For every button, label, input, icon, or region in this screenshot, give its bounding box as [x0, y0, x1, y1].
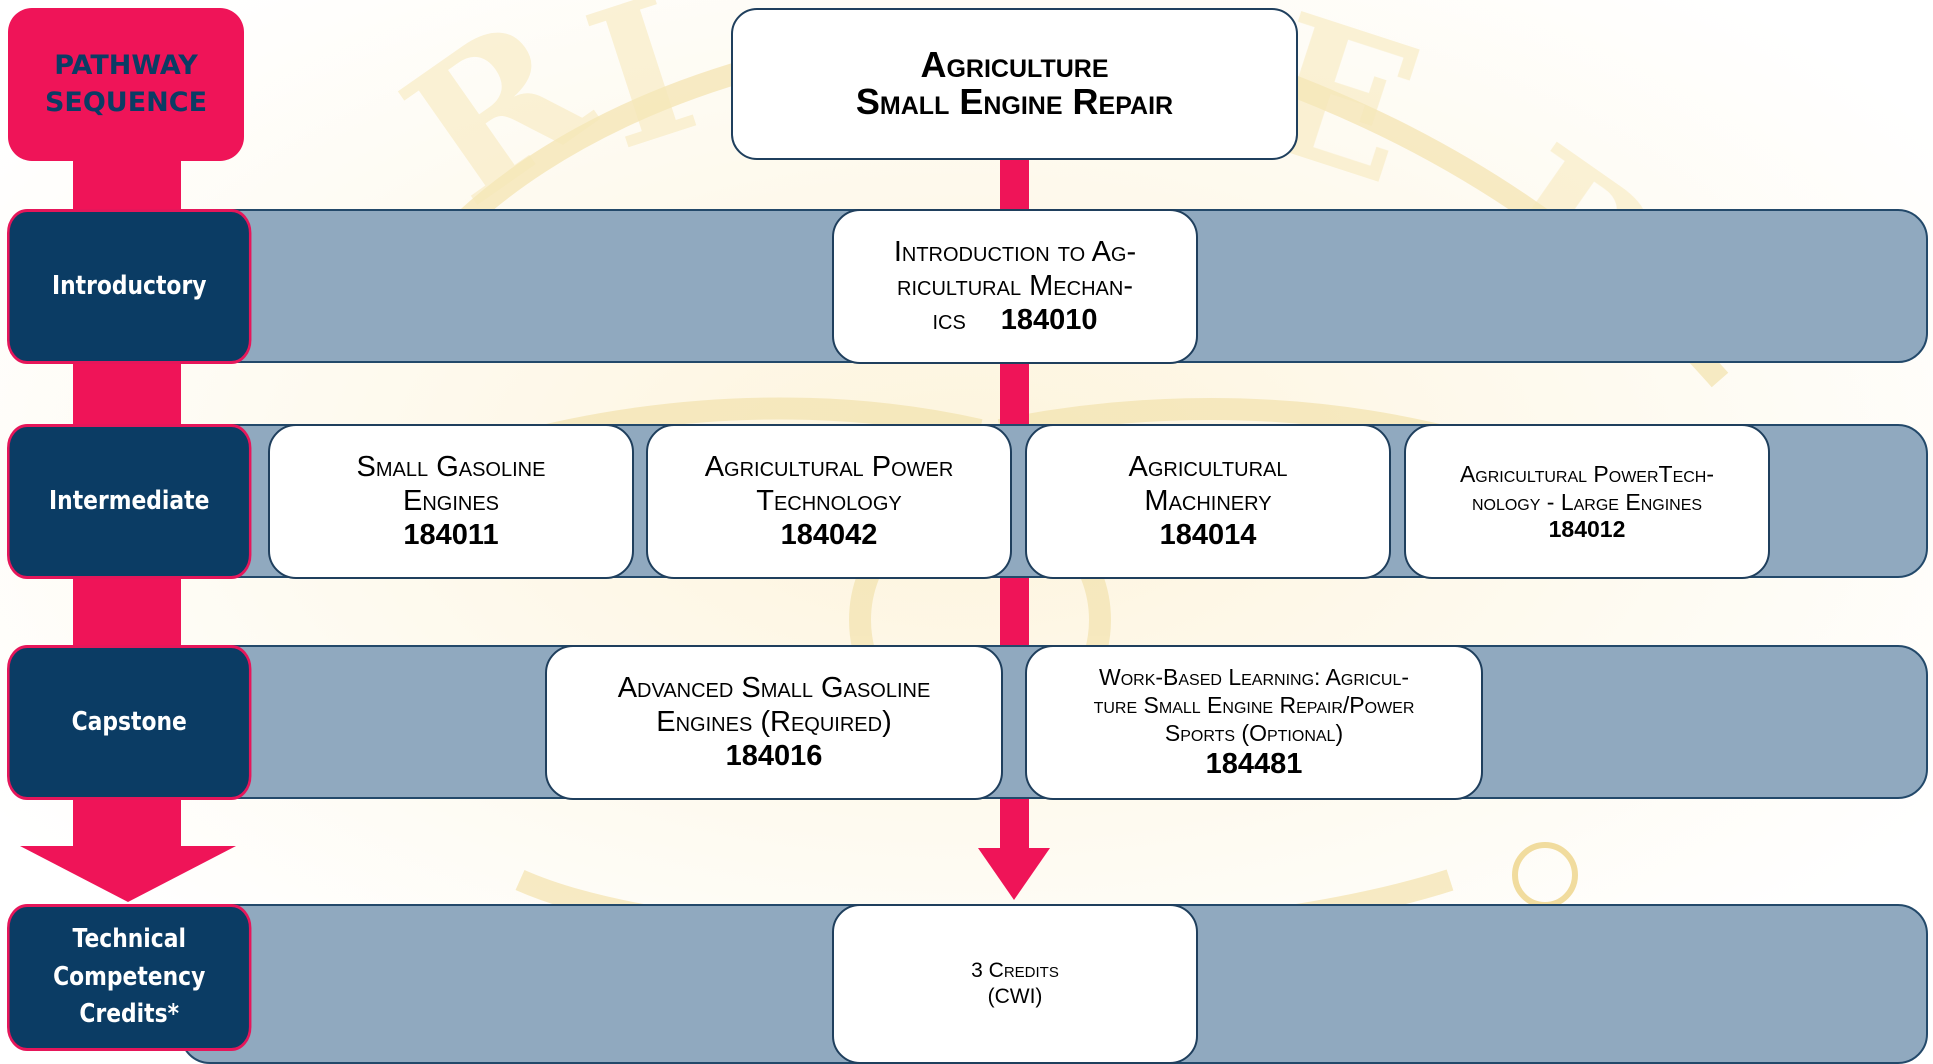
pathway-sequence-label: PATHWAY SEQUENCE: [8, 8, 244, 161]
course-name-line: Small Gasoline: [356, 450, 546, 483]
course-name-line: Machinery: [1144, 485, 1272, 518]
course-name-line: Agricultural Power: [704, 450, 954, 483]
stage-intermediate: Intermediate: [7, 424, 252, 579]
stage-introductory: Introductory: [7, 209, 252, 364]
credits-institution: (CWI): [987, 985, 1043, 1008]
course-name-line: ture Small Engine Repair/Power: [1093, 692, 1415, 719]
course-name-line: Work-Based Learning: Agricul-: [1099, 664, 1409, 691]
title-line-2: Small Engine Repair: [855, 81, 1174, 122]
course-card-intro-ag-mechanics: Introduction to Ag- ricultural Mechan- i…: [832, 209, 1198, 364]
course-name-line: Introduction to Ag-: [893, 235, 1137, 268]
pathway-arrow-icon: [20, 846, 236, 902]
course-card-ag-power-technology: Agricultural Power Technology 184042: [646, 424, 1012, 579]
pathway-label-line-2: SEQUENCE: [44, 86, 208, 118]
course-name-line: Sports (Optional): [1164, 720, 1344, 747]
course-name-line: ics: [932, 304, 966, 337]
course-name-line: ricultural Mechan-: [897, 270, 1133, 303]
credits-stage-line-3: Credits*: [79, 999, 180, 1030]
course-card-small-gasoline-engines: Small Gasoline Engines 184011: [268, 424, 634, 579]
credits-card: 3 Credits (CWI): [832, 904, 1198, 1064]
course-code: 184042: [780, 519, 878, 552]
title-line-1: Agriculture: [920, 44, 1109, 86]
course-name-line: Technology: [756, 485, 902, 518]
center-arrow-icon: [978, 848, 1050, 900]
course-code: 184014: [1159, 519, 1257, 552]
course-card-advanced-small-gasoline-engines: Advanced Small Gasoline Engines (Require…: [545, 645, 1003, 800]
pathway-title-card: Agriculture Small Engine Repair: [731, 8, 1298, 160]
course-name-line: Agricultural: [1128, 450, 1288, 483]
course-name-line: Agricultural PowerTech-: [1459, 460, 1715, 487]
course-card-ag-power-large-engines: Agricultural PowerTech- nology - Large E…: [1404, 424, 1770, 579]
course-card-work-based-learning: Work-Based Learning: Agricul- ture Small…: [1025, 645, 1483, 800]
course-name-line: Advanced Small Gasoline: [617, 671, 931, 704]
stage-technical-competency-credits: Technical Competency Credits*: [7, 904, 252, 1051]
course-code: 184481: [1205, 748, 1303, 781]
course-code: 184012: [1548, 515, 1626, 542]
course-name-line: Engines (Required): [656, 706, 892, 739]
stage-capstone: Capstone: [7, 645, 252, 800]
course-name-line: Engines: [402, 485, 500, 518]
course-code: 184011: [403, 519, 499, 552]
credits-amount: 3 Credits: [971, 958, 1059, 982]
course-card-ag-machinery: Agricultural Machinery 184014: [1025, 424, 1391, 579]
course-code: 184010: [1000, 304, 1098, 337]
course-code: 184016: [725, 740, 823, 773]
course-name-line: nology - Large Engines: [1471, 488, 1703, 515]
pathway-label-line-1: PATHWAY: [54, 50, 198, 82]
credits-stage-line-1: Technical: [72, 923, 186, 954]
credits-stage-line-2: Competency: [53, 961, 206, 992]
